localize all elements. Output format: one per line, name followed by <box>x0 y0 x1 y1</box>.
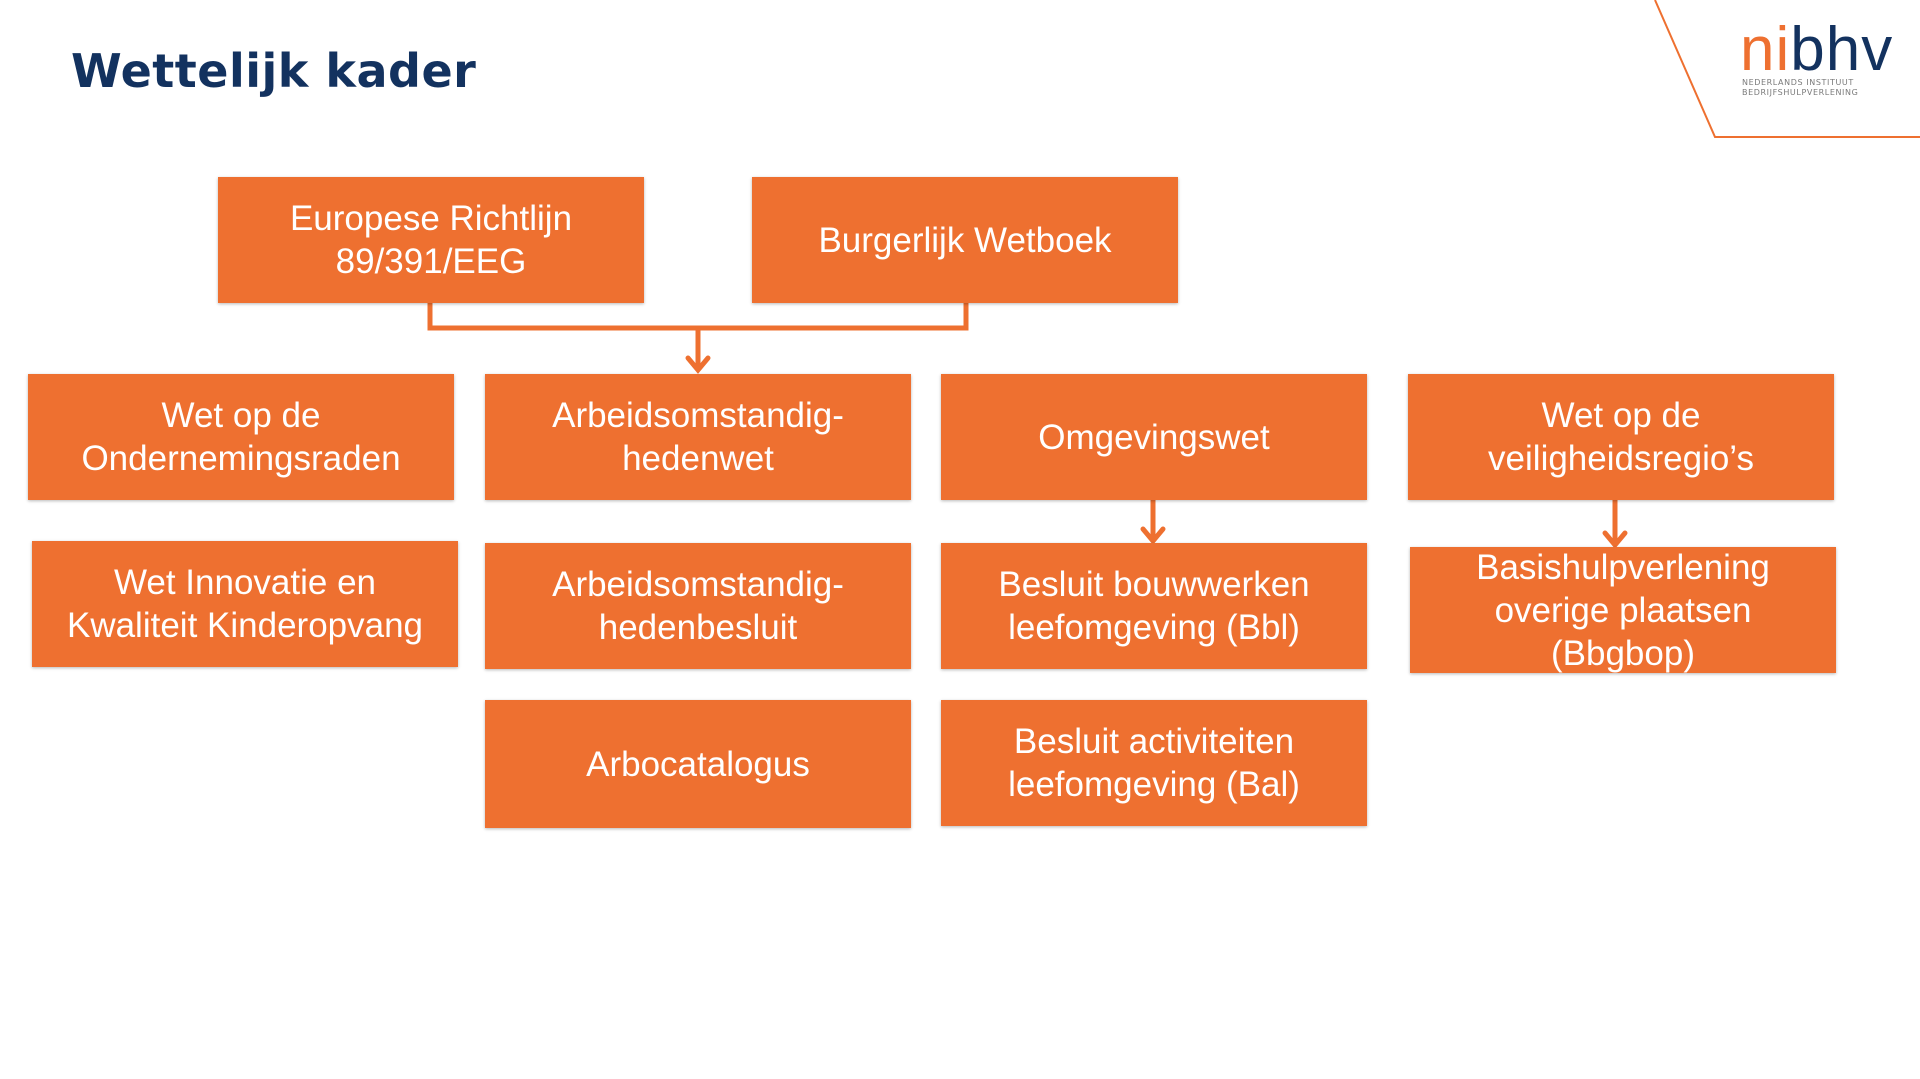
connector-top-bracket <box>427 300 969 331</box>
box-wet-innovatie-label: Wet Innovatie en Kwaliteit Kinderopvang <box>66 563 424 645</box>
arrowhead-bbl <box>1140 526 1166 545</box>
box-bal-label: Besluit activiteiten leefomgeving (Bal) <box>1008 722 1300 804</box>
box-omgevingswet-label: Omgevingswet <box>1038 417 1270 457</box>
box-europese-richtlijn-label: Europese Richtlijn 89/391/EEG <box>289 199 573 281</box>
box-burgerlijk-wetboek: Burgerlijk Wetboek <box>752 177 1178 303</box>
logo-subtitle-1: NEDERLANDS INSTITUUT <box>1742 78 1854 87</box>
box-europese-richtlijn: Europese Richtlijn 89/391/EEG <box>218 177 644 303</box>
box-burgerlijk-wetboek-label: Burgerlijk Wetboek <box>818 220 1112 260</box>
logo-ni-text: ni <box>1740 15 1791 84</box>
box-wet-ondernemingsraden-label: Wet op de Ondernemingsraden <box>81 396 401 478</box>
box-wet-innovatie: Wet Innovatie en Kwaliteit Kinderopvang <box>32 541 458 667</box>
arrowhead-bbgbop <box>1602 530 1628 549</box>
box-arbowet: Arbeidsomstandig- hedenwet <box>485 374 911 500</box>
box-wet-ondernemingsraden: Wet op de Ondernemingsraden <box>28 374 454 500</box>
logo-wordmark: nibhv <box>1740 19 1892 81</box>
slide-title: Wettelijk kader <box>71 44 477 98</box>
arrowhead-arbowet <box>685 355 711 374</box>
logo-bhv-text: bhv <box>1790 15 1894 84</box>
box-wet-veiligheidsregios: Wet op de veiligheidsregio’s <box>1408 374 1834 500</box>
box-arbocatalogus-label: Arbocatalogus <box>586 744 810 784</box>
box-bbl: Besluit bouwwerken leefomgeving (Bbl) <box>941 543 1367 669</box>
box-arbowet-label: Arbeidsomstandig- hedenwet <box>552 396 844 478</box>
box-omgevingswet: Omgevingswet <box>941 374 1367 500</box>
box-arbobesluit-label: Arbeidsomstandig- hedenbesluit <box>552 565 844 647</box>
box-bbgbop-label: Basishulpverlening overige plaatsen (Bbg… <box>1476 547 1770 673</box>
box-bal: Besluit activiteiten leefomgeving (Bal) <box>941 700 1367 826</box>
nibhv-logo: nibhv NEDERLANDS INSTITUUT BEDRIJFSHULPV… <box>1740 19 1892 98</box>
box-arbocatalogus: Arbocatalogus <box>485 700 911 828</box>
box-wet-veiligheidsregios-label: Wet op de veiligheidsregio’s <box>1488 396 1754 478</box>
box-arbobesluit: Arbeidsomstandig- hedenbesluit <box>485 543 911 669</box>
box-bbgbop: Basishulpverlening overige plaatsen (Bbg… <box>1410 547 1836 673</box>
logo-subtitle-2: BEDRIJFSHULPVERLENING <box>1742 88 1859 97</box>
box-bbl-label: Besluit bouwwerken leefomgeving (Bbl) <box>998 565 1310 647</box>
